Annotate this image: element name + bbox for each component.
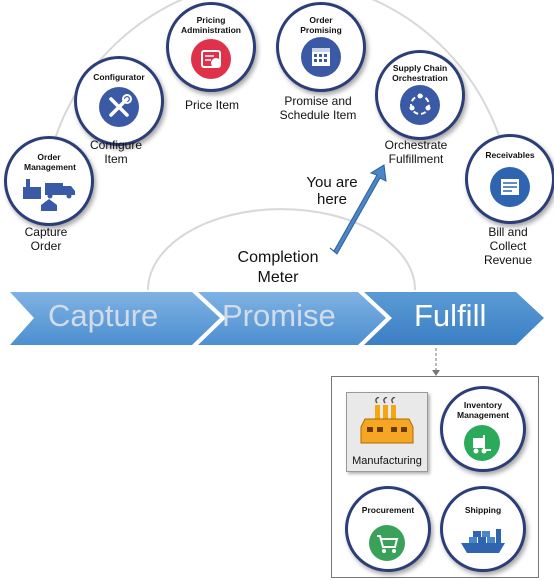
caption-configure-item: Configure Item xyxy=(89,138,143,166)
node-receivables[interactable]: Receivables xyxy=(465,134,554,224)
factory-truck-house-icon xyxy=(21,175,77,211)
invoice-icon xyxy=(490,167,530,207)
node-order-management[interactable]: Order Management xyxy=(4,136,94,226)
caption-promise-schedule-item: Promise and Schedule Item xyxy=(279,94,357,122)
node-procurement[interactable]: Procurement xyxy=(345,486,431,572)
node-title: Order Promising xyxy=(300,15,342,35)
you-are-here-label: You are here xyxy=(306,174,358,208)
node-title: Inventory Management xyxy=(457,400,509,420)
factory-icon xyxy=(359,396,415,445)
stage-fulfill: Fulfill xyxy=(414,298,487,333)
stage-capture: Capture xyxy=(48,298,159,333)
node-title: Pricing Administration xyxy=(181,15,241,35)
manufacturing-tile[interactable]: Manufacturing xyxy=(346,392,428,472)
completion-meter-label: Completion Meter xyxy=(237,249,319,286)
wrench-screwdriver-icon xyxy=(99,87,139,127)
manufacturing-label: Manufacturing xyxy=(352,455,422,467)
orchestration-cycle-icon xyxy=(400,85,440,125)
node-shipping[interactable]: Shipping xyxy=(440,486,526,572)
node-title: Order Management xyxy=(24,152,76,172)
node-title: Supply Chain Orchestration xyxy=(392,63,448,83)
node-configurator[interactable]: Configurator xyxy=(74,56,164,146)
node-title: Shipping xyxy=(464,505,502,515)
node-supply-chain-orchestration[interactable]: Supply Chain Orchestration xyxy=(375,50,465,140)
forklift-icon xyxy=(464,425,500,461)
node-title: Procurement xyxy=(361,505,415,515)
calendar-icon xyxy=(301,37,341,77)
stage-promise: Promise xyxy=(222,298,336,333)
caption-price-item: Price Item xyxy=(184,98,239,112)
cargo-ship-icon xyxy=(459,525,507,555)
caption-orchestrate-fulfillment: Orchestrate Fulfillment xyxy=(384,138,448,166)
node-title: Configurator xyxy=(93,72,145,82)
price-tag-icon xyxy=(191,39,231,79)
shopping-cart-icon xyxy=(369,525,405,561)
node-title: Receivables xyxy=(485,150,535,160)
node-inventory-management[interactable]: Inventory Management xyxy=(440,386,526,472)
caption-bill-collect-revenue: Bill and Collect Revenue xyxy=(483,225,533,267)
node-order-promising[interactable]: Order Promising xyxy=(276,2,366,92)
caption-capture-order: Capture Order xyxy=(24,225,68,253)
node-pricing-administration[interactable]: Pricing Administration xyxy=(166,2,256,92)
